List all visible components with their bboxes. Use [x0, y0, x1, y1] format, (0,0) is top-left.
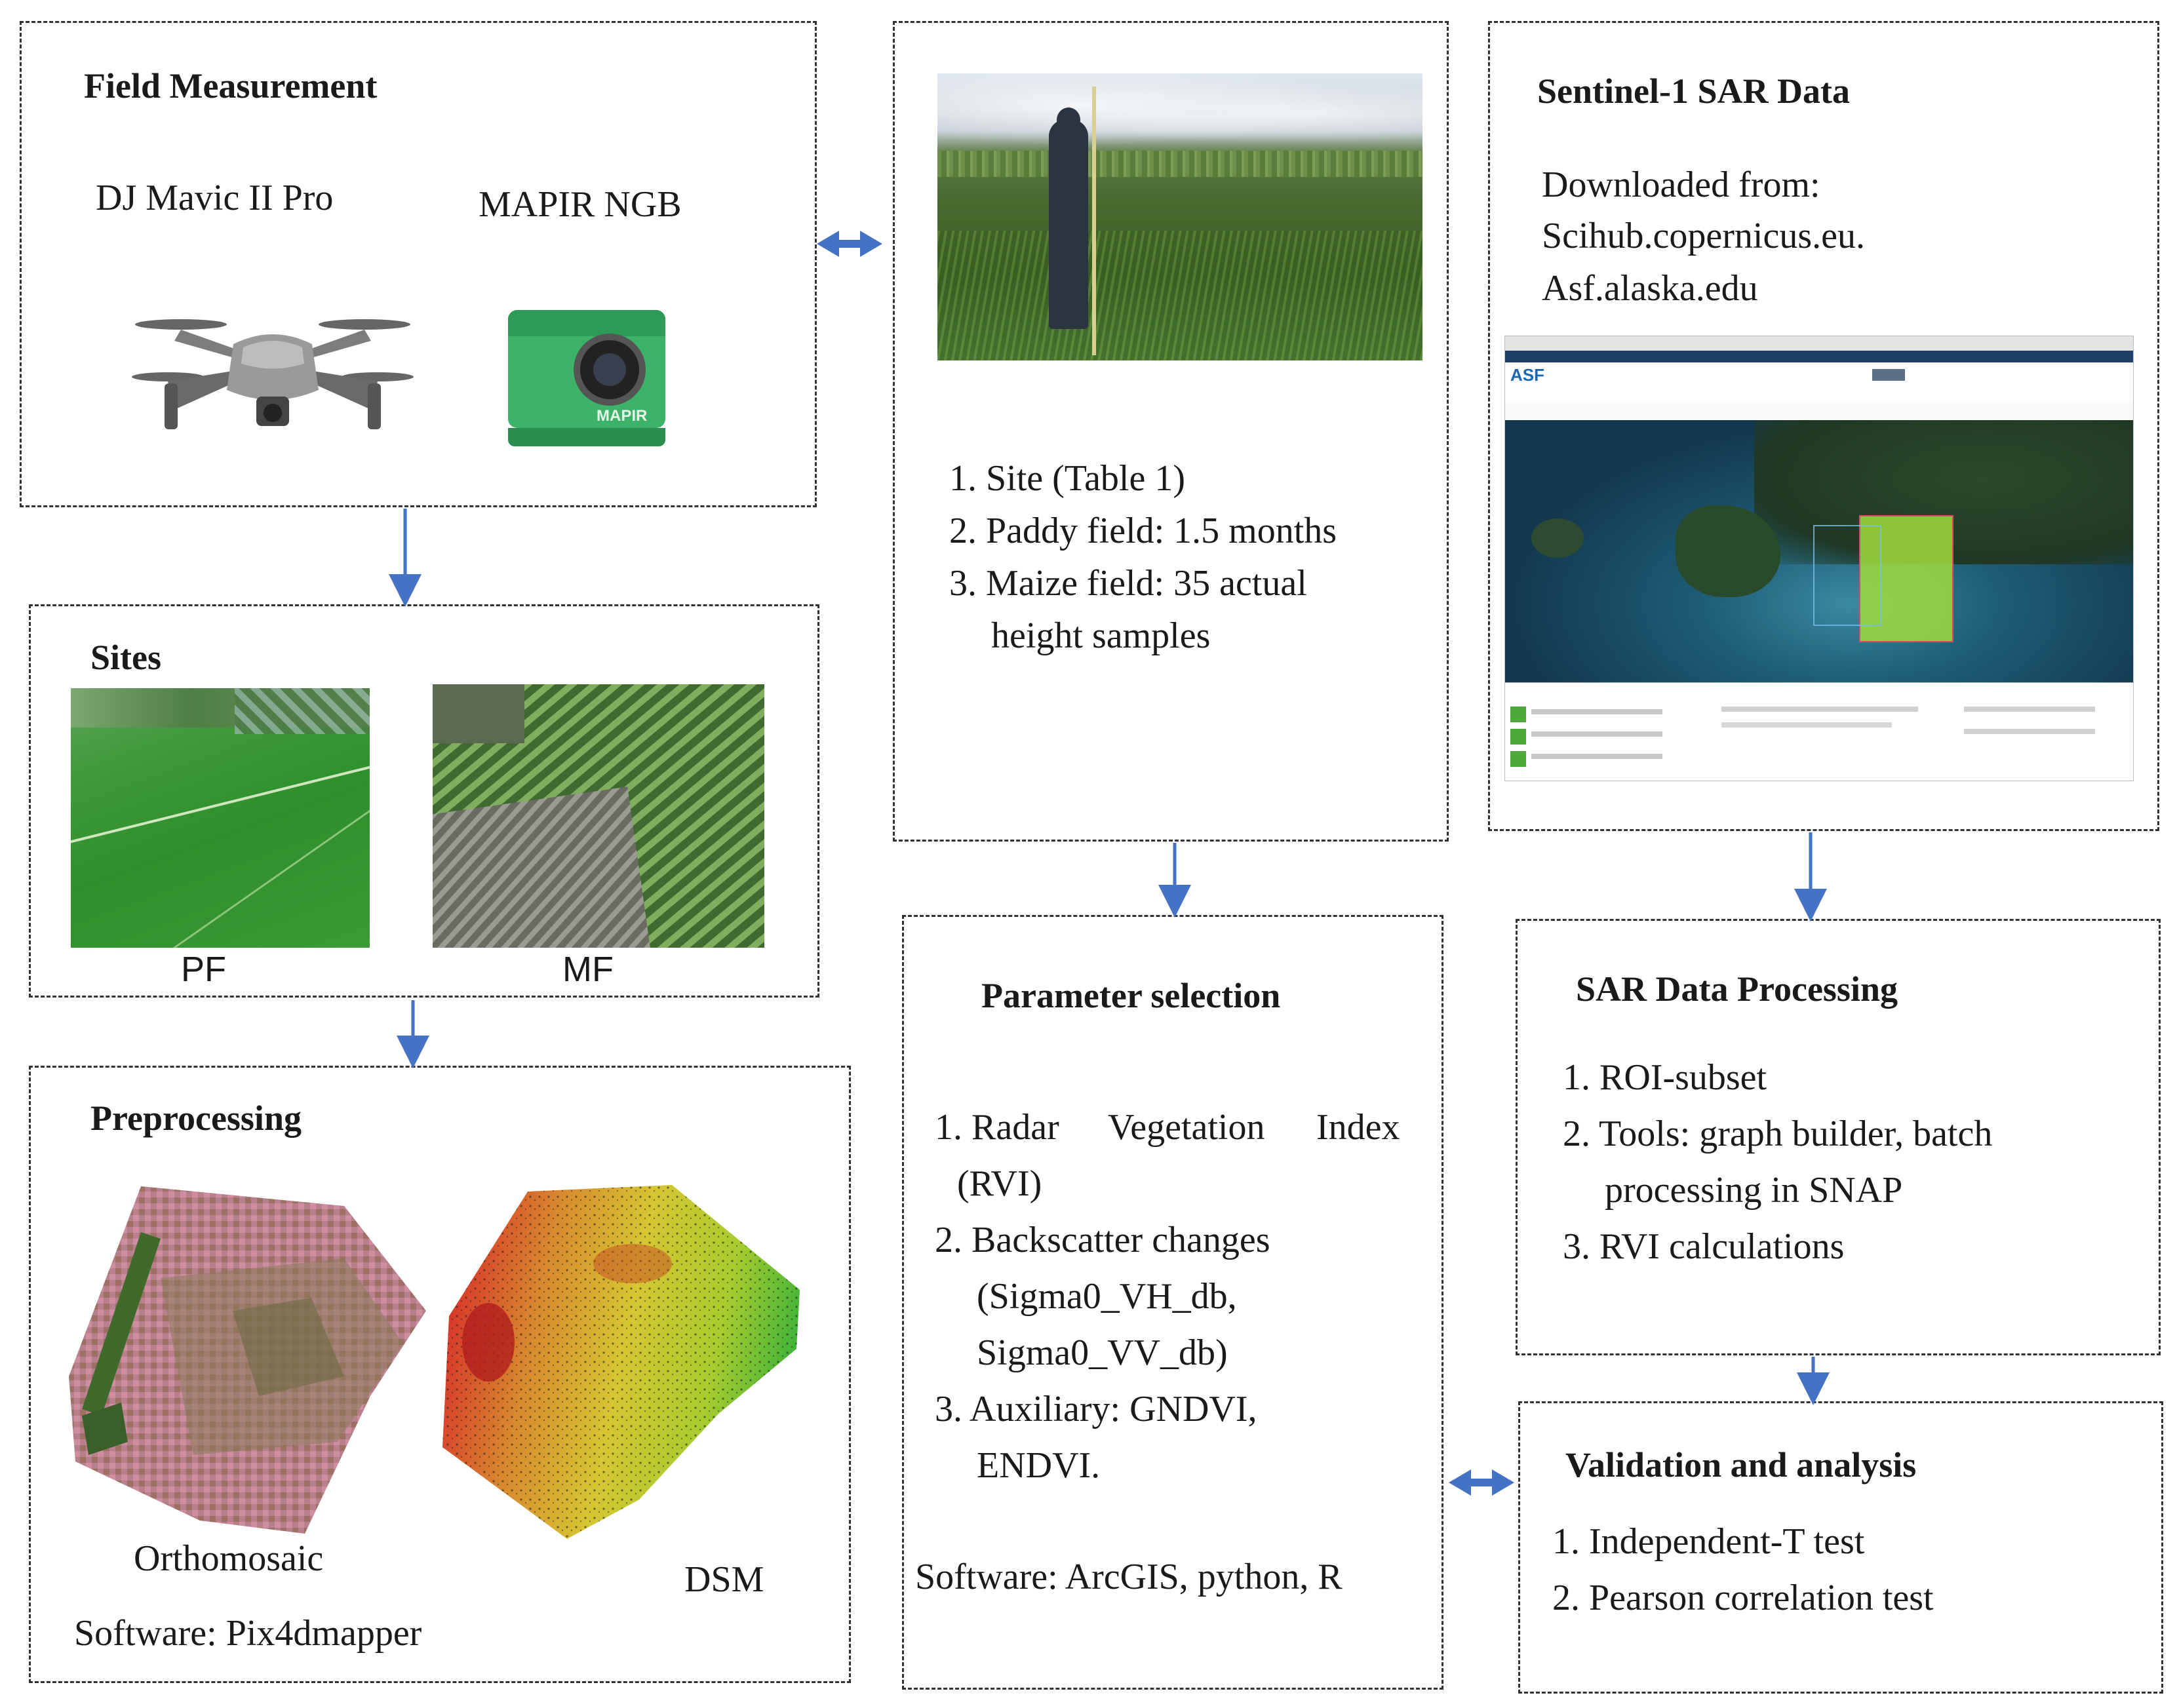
asf-logo: ASF — [1510, 365, 1544, 385]
sentinel-line-1: Downloaded from: — [1542, 165, 1820, 205]
field-list-item-2: 2. Paddy field: 1.5 months — [949, 511, 1337, 551]
asf-map — [1505, 420, 2133, 682]
sar-item-2: 2. Tools: graph builder, batch — [1563, 1114, 1993, 1154]
sentinel-line-3: Asf.alaska.edu — [1542, 268, 1758, 309]
double-arrow-icon — [817, 231, 882, 257]
parameter-item-2c: Sigma0_VV_db) — [977, 1332, 1228, 1373]
parameter-item-1c: Index — [1316, 1107, 1400, 1148]
validation-item-1: 1. Independent-T test — [1552, 1521, 1865, 1562]
camera-brand: MAPIR — [597, 407, 648, 425]
sar-item-2b: processing in SNAP — [1605, 1170, 1903, 1211]
sar-item-3: 3. RVI calculations — [1563, 1226, 1845, 1267]
dsm-image — [442, 1185, 800, 1539]
parameter-item-2b: (Sigma0_VH_db, — [977, 1276, 1237, 1317]
parameter-item-1a: 1. Radar — [935, 1107, 1059, 1148]
validation-title: Validation and analysis — [1565, 1445, 1917, 1485]
parameter-software: Software: ArcGIS, python, R — [915, 1557, 1343, 1597]
sentinel-box — [1488, 21, 2159, 831]
field-measurement-title: Field Measurement — [84, 66, 378, 106]
validation-box — [1518, 1401, 2163, 1694]
drone-label: DJ Mavic II Pro — [96, 178, 334, 218]
sites-box — [29, 604, 819, 998]
field-photo-box — [893, 21, 1449, 842]
parameter-title: Parameter selection — [981, 976, 1281, 1015]
sites-title: Sites — [90, 638, 161, 677]
double-arrow-icon — [1449, 1469, 1514, 1496]
preprocessing-box — [29, 1066, 851, 1683]
field-list-item-1: 1. Site (Table 1) — [949, 458, 1185, 499]
parameter-item-3b: ENDVI. — [977, 1445, 1101, 1486]
field-photo — [937, 73, 1422, 360]
sar-processing-box — [1516, 919, 2161, 1355]
sar-item-1: 1. ROI-subset — [1563, 1057, 1767, 1098]
orthomosaic-image — [69, 1186, 426, 1534]
parameter-item-2: 2. Backscatter changes — [935, 1220, 1270, 1260]
sentinel-line-2: Scihub.copernicus.eu. — [1542, 216, 1865, 256]
field-list-item-3-cont: height samples — [991, 615, 1211, 656]
drone-icon — [132, 319, 414, 429]
parameter-item-3: 3. Auxiliary: GNDVI, — [935, 1389, 1257, 1429]
sentinel-title: Sentinel-1 SAR Data — [1537, 71, 1851, 111]
field-measurement-box — [20, 21, 817, 507]
preprocessing-title: Preprocessing — [90, 1098, 302, 1138]
preprocessing-software: Software: Pix4dmapper — [74, 1613, 422, 1654]
mf-label: MF — [562, 950, 614, 989]
camera-icon: MAPIR — [482, 279, 685, 482]
asf-screenshot: ASF — [1504, 336, 2134, 781]
parameter-item-1d: (RVI) — [957, 1163, 1042, 1204]
sar-processing-title: SAR Data Processing — [1576, 969, 1898, 1009]
camera-label: MAPIR NGB — [479, 184, 682, 225]
mf-photo — [433, 684, 764, 948]
field-list-item-3: 3. Maize field: 35 actual — [949, 563, 1307, 604]
pf-label: PF — [181, 950, 227, 989]
parameter-item-1b: Vegetation — [1108, 1107, 1265, 1148]
validation-item-2: 2. Pearson correlation test — [1552, 1578, 1934, 1618]
pf-photo — [71, 688, 370, 948]
dsm-label: DSM — [684, 1559, 764, 1600]
orthomosaic-label: Orthomosaic — [134, 1538, 324, 1579]
